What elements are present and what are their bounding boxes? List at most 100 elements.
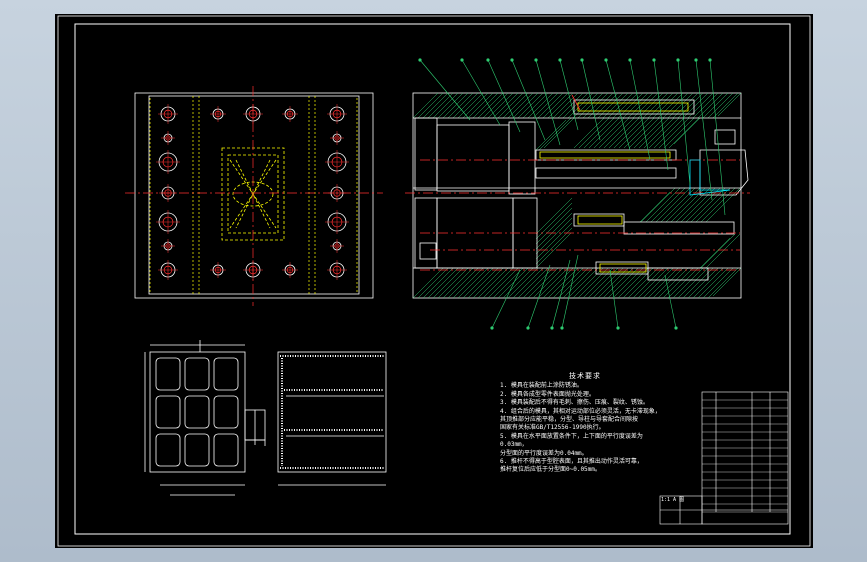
hatch-line — [492, 92, 519, 119]
top-plan-view — [125, 86, 383, 306]
hatch-line — [637, 267, 669, 299]
hatch-line — [487, 267, 519, 299]
leader-dot — [534, 58, 538, 62]
hatch-line — [487, 92, 514, 119]
leader-dot — [652, 58, 656, 62]
hatch-line — [542, 92, 569, 119]
hatch-line — [467, 267, 499, 299]
title-block-scale: 1:1 — [661, 497, 671, 503]
tech-line: 3. 模具装配后不得有毛刺、擦伤、压痕、裂纹、锈蚀。 — [500, 399, 649, 407]
hatch-line — [648, 117, 680, 149]
hatch-line — [522, 267, 554, 299]
hatch-line — [457, 267, 489, 299]
hatch-line — [623, 117, 655, 149]
leader-dot — [510, 58, 514, 62]
hatch-line — [663, 117, 695, 149]
hatch-line — [632, 267, 664, 299]
hatch-line — [512, 92, 539, 119]
hatch-line — [568, 117, 575, 124]
cavity-cell — [155, 357, 181, 391]
hatch-line — [522, 92, 549, 119]
hatch-line — [535, 207, 573, 245]
hatch-line — [497, 267, 529, 299]
hatch-line — [427, 92, 454, 119]
hatch-line — [700, 233, 736, 269]
hatch-line — [737, 267, 742, 272]
hatch-line — [667, 267, 699, 299]
hatch-line — [613, 117, 645, 149]
tech-line: 分型面的平行度误差为0.04mm。 — [500, 449, 588, 457]
hatch-line — [617, 267, 649, 299]
hatch-line — [552, 92, 579, 119]
hatch-line — [699, 237, 731, 269]
hatch-line — [535, 227, 573, 265]
leader-line — [559, 59, 579, 131]
hatch-line — [422, 267, 454, 299]
hatch-line — [640, 187, 676, 223]
leader-line — [677, 59, 691, 186]
hatch-line — [417, 92, 444, 119]
hatch-line — [685, 187, 721, 223]
hatch-line — [538, 117, 572, 151]
hatch-line — [638, 117, 670, 149]
hatch-line — [603, 117, 635, 149]
leader-line — [653, 59, 669, 171]
hatch-line — [532, 267, 564, 299]
hatch-line — [532, 92, 559, 119]
hatch-line — [535, 232, 572, 269]
hatch-line — [737, 92, 742, 97]
hatch-line — [507, 92, 534, 119]
hatch-line — [643, 117, 675, 149]
tech-line: 5. 模具在水平面放置条件下，上下面的平行度误差为0.03mm， — [500, 432, 643, 449]
leader-line — [664, 274, 677, 329]
hatch-line — [447, 267, 479, 299]
title-block-sheet: 图 — [679, 497, 685, 503]
hatch-line — [462, 267, 494, 299]
leader-line — [609, 269, 619, 329]
leader-line — [487, 59, 521, 133]
leader-line — [551, 259, 571, 329]
hatch-line — [677, 267, 709, 299]
leader-dot — [490, 326, 494, 330]
hatch-line — [583, 117, 615, 149]
hatch-line — [660, 187, 696, 223]
hatch-line — [653, 117, 685, 149]
leader-dot — [616, 326, 620, 330]
tech-line: 国家有关标准GB/T12556-1990执行。 — [500, 424, 605, 432]
tech-line: 1. 模具在装配前上涂防锈油。 — [500, 382, 583, 390]
hatch-line — [602, 267, 634, 299]
hatch-line — [452, 92, 479, 119]
hatch-line — [562, 92, 589, 119]
hatch-line — [482, 92, 509, 119]
cavity-cell — [213, 433, 239, 467]
leader-dot — [674, 326, 678, 330]
leader-dot — [628, 58, 632, 62]
sheet-border — [57, 15, 811, 547]
leader-line — [419, 59, 471, 121]
cavity-cell — [155, 395, 181, 429]
hatch-line — [735, 187, 741, 193]
leader-line — [629, 59, 651, 161]
hatch-line — [700, 187, 736, 223]
hatch-line — [707, 92, 734, 119]
tech-line: 其顶推部分应能平稳，分型、导柱与导套配合间隙按 — [500, 416, 639, 424]
leader-dot — [604, 58, 608, 62]
hatch-line — [650, 187, 686, 223]
hatch-line — [702, 92, 729, 119]
hatch-line — [627, 267, 659, 299]
hatch-line — [639, 191, 671, 223]
leader-dot — [676, 58, 680, 62]
hatch-line — [432, 92, 459, 119]
hatch-line — [547, 267, 579, 299]
hatch-line — [477, 92, 504, 119]
leader-dot — [560, 326, 564, 330]
hatch-line — [452, 267, 484, 299]
sectional-view — [405, 92, 750, 299]
hatch-line — [662, 267, 694, 299]
hatch-line — [482, 267, 514, 299]
hatch-line — [573, 117, 605, 149]
hatch-line — [535, 119, 567, 151]
hatch-line — [457, 92, 484, 119]
hatch-line — [695, 187, 731, 223]
